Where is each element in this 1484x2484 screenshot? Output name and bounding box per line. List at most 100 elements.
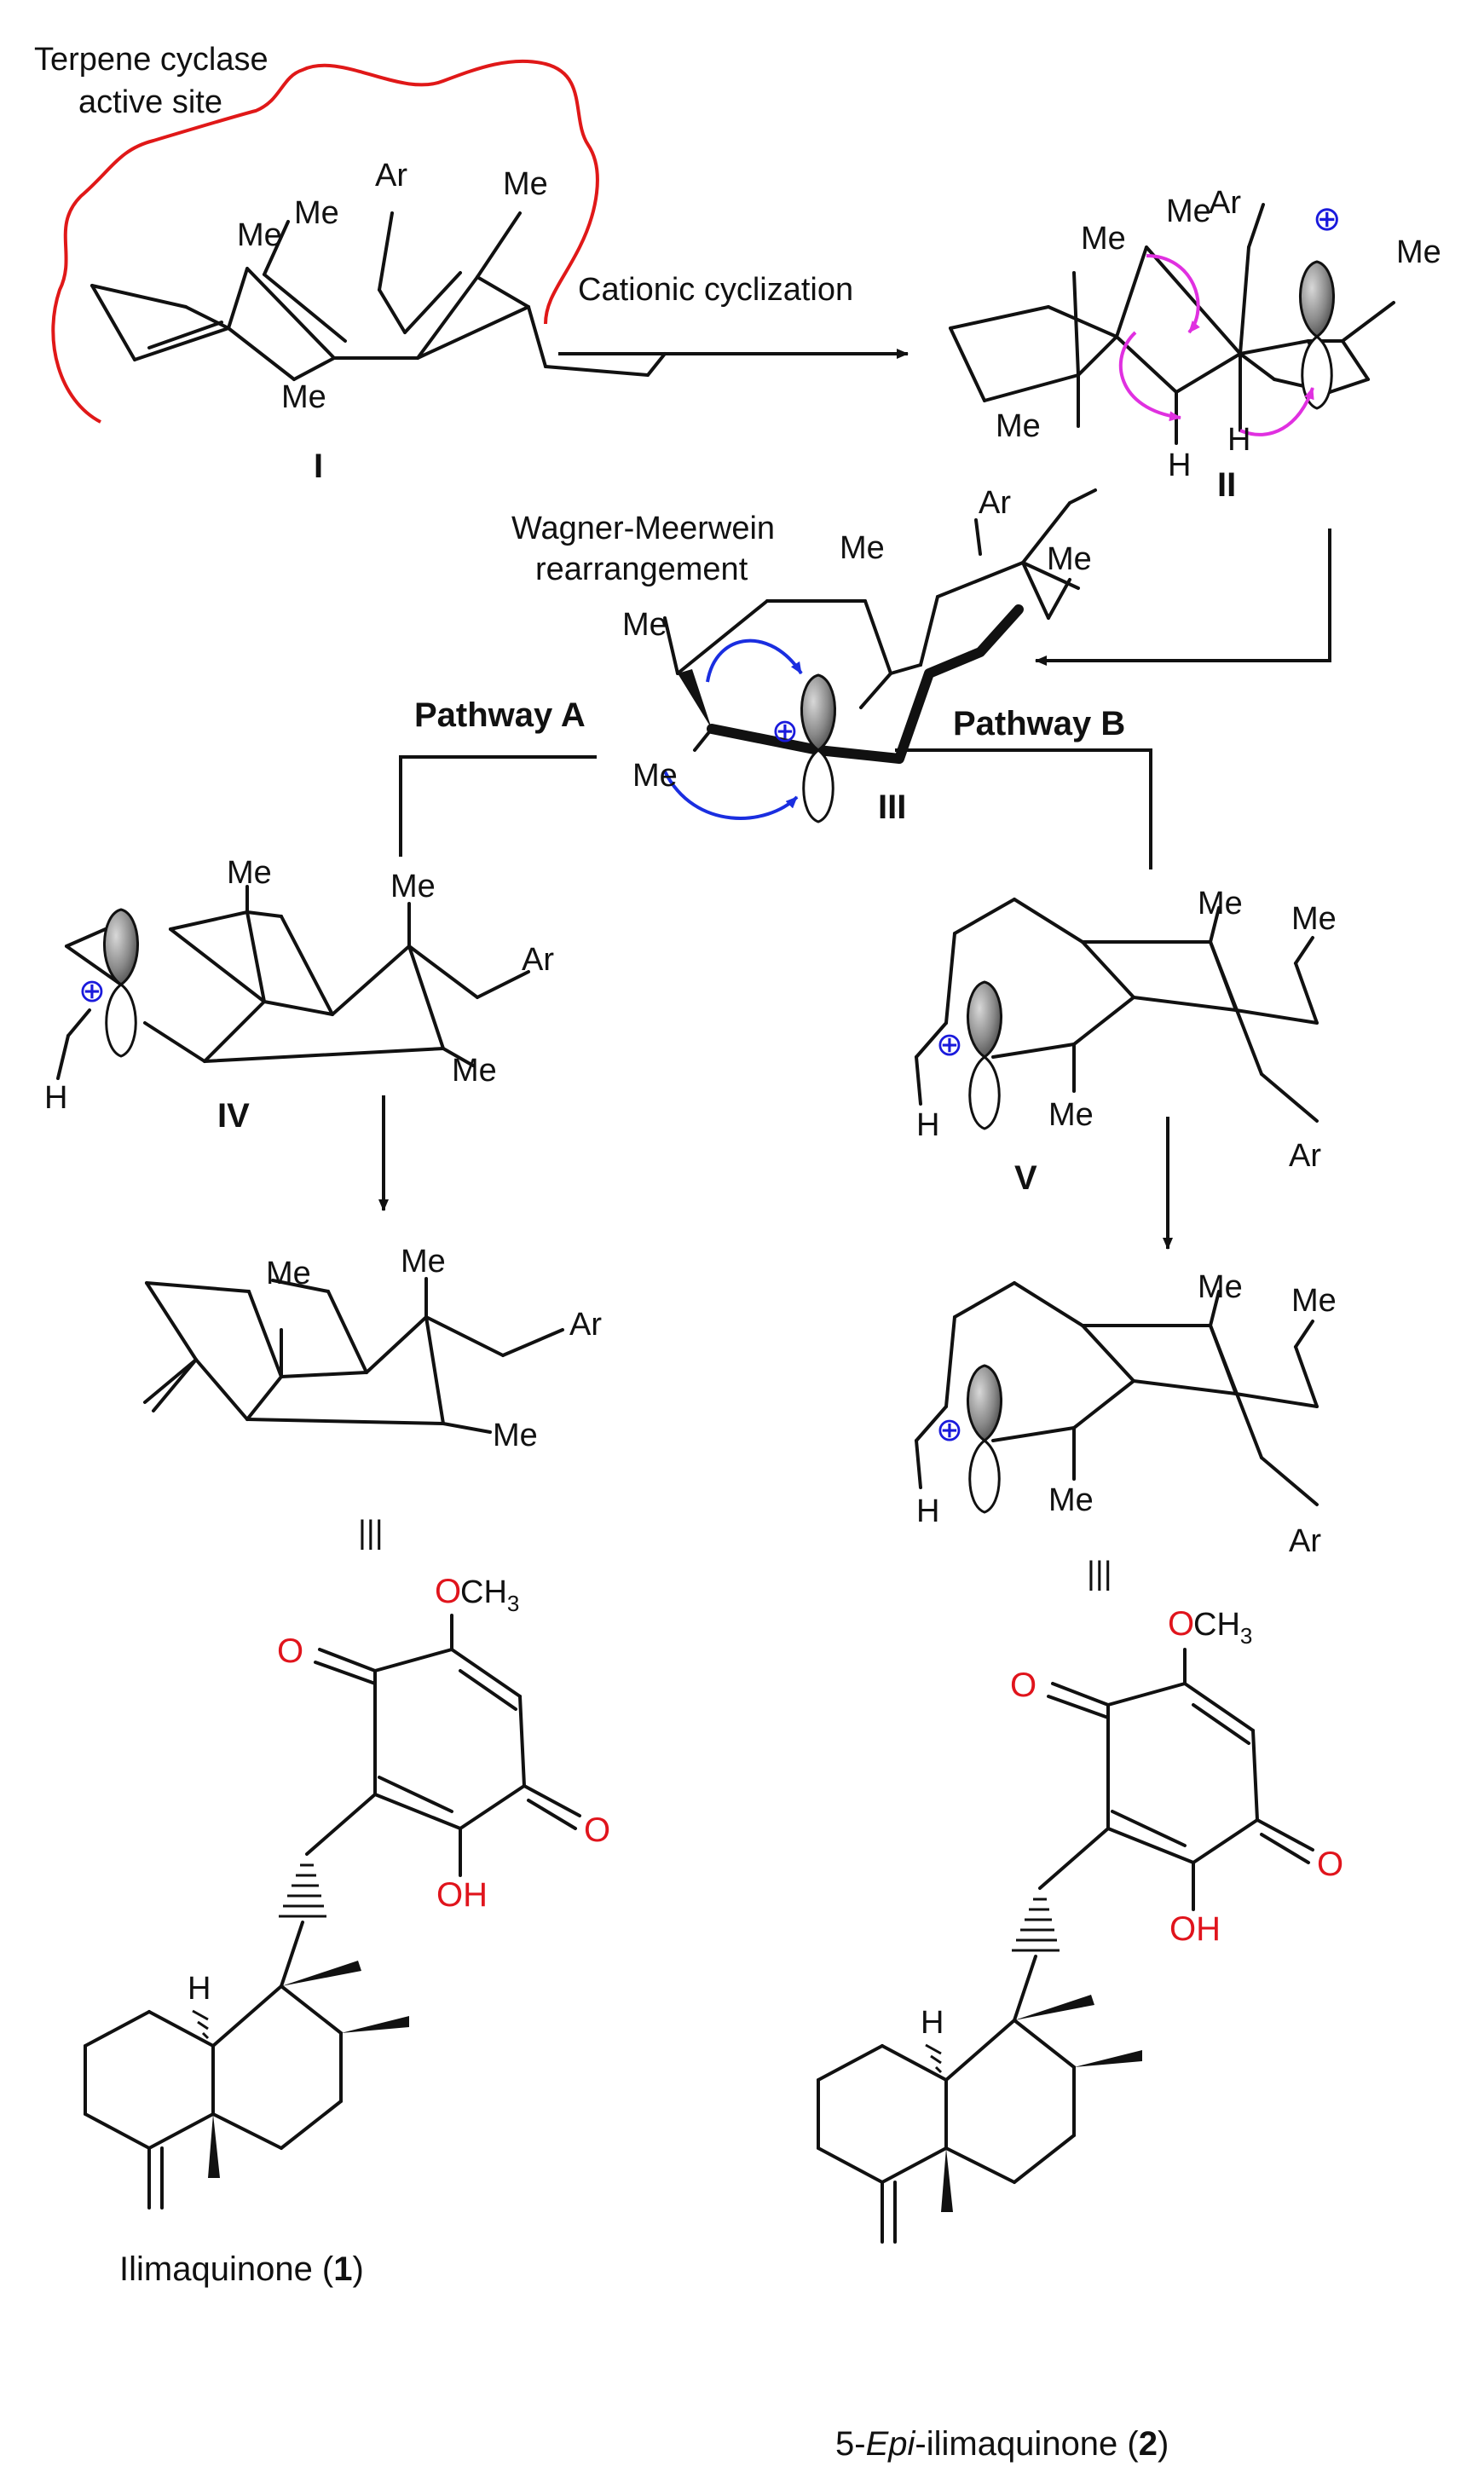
hydride-shift-arrow (1146, 254, 1200, 334)
stereo-wedge (281, 1961, 361, 1986)
pathway-b-bracket (895, 748, 1152, 869)
ilimaquinone-structure: O CH3 O O OH (84, 1573, 610, 2288)
methyl-label: Me (1198, 886, 1243, 921)
rearrangement-label: rearrangement (535, 552, 748, 587)
stereo-wedge (208, 2114, 220, 2178)
stereo-wedge (1014, 1995, 1094, 2020)
methyl-shift-arrow (663, 771, 799, 820)
quinone-ring (1038, 1648, 1314, 1911)
structure-V: ⊕ Me Me Me Ar H V (915, 886, 1337, 1197)
stereo-wedge (341, 2016, 409, 2033)
cation-charge: ⊕ (1313, 200, 1342, 238)
pathway-b-label: Pathway B (953, 705, 1125, 742)
hydrogen-label: H (916, 1493, 939, 1529)
hydroxyl-group: OH (436, 1876, 488, 1914)
skeleton-bonds (915, 898, 1319, 1123)
stereo-wedge (678, 669, 712, 729)
methyl-label: Me (401, 1244, 446, 1280)
rearrangement-arrow (1035, 529, 1331, 666)
hydrogen-label: H (44, 1080, 67, 1116)
methyl-label: Me (1166, 194, 1211, 229)
carbonyl-oxygen: O (584, 1811, 610, 1849)
pathway-a-bracket (399, 755, 597, 857)
structure-III: ⊕ Me Me Me Ar Me III (622, 485, 1097, 826)
hydrogen-label: H (916, 1107, 939, 1143)
methoxy-group: CH3 (460, 1574, 519, 1616)
hydrogen-label: H (1168, 448, 1191, 483)
active-site-outline (51, 59, 599, 424)
active-site-label: active site (78, 84, 222, 120)
methoxy-group: CH3 (1193, 1607, 1252, 1649)
methyl-label: Me (1047, 541, 1092, 577)
equivalence-symbol: ||| (1087, 1556, 1112, 1591)
decalin-core (84, 1921, 343, 2210)
intermediate-I-label: I (314, 448, 323, 485)
ilimaquinone-name: Ilimaquinone (1) (119, 2250, 364, 2288)
structure-IV: ⊕ Me Me Ar Me H IV (44, 855, 554, 1135)
carbonyl-oxygen: O (1010, 1667, 1036, 1704)
aryl-label: Ar (522, 942, 554, 978)
quinone-ring (305, 1614, 581, 1877)
pathway-a-product: Me Me Ar Me ||| (143, 1244, 602, 1551)
methyl-label: Me (1291, 1283, 1337, 1319)
methyl-label: Me (1396, 234, 1441, 270)
methoxy-oxygen: O (1168, 1605, 1194, 1643)
cation-charge: ⊕ (936, 1027, 963, 1063)
cyclization-label: Cationic cyclization (578, 272, 853, 308)
intermediate-III-label: III (878, 789, 906, 826)
stereo-wedge (941, 2148, 953, 2212)
skeleton-bonds (915, 1281, 1319, 1506)
methyl-label: Me (1198, 1269, 1243, 1305)
hashed-bond (1012, 1898, 1060, 1952)
bold-ring-edge (707, 604, 1024, 764)
methyl-label: Me (266, 1256, 311, 1291)
methyl-label: Me (503, 166, 548, 202)
methyl-label: Me (840, 530, 885, 566)
aryl-label: Ar (979, 485, 1011, 521)
skeleton-bonds (663, 488, 1097, 752)
methyl-label: Me (452, 1053, 497, 1089)
hydroxyl-group: OH (1169, 1910, 1221, 1948)
aryl-label: Ar (569, 1307, 602, 1343)
intermediate-IV-label: IV (217, 1097, 250, 1135)
cation-charge: ⊕ (936, 1412, 963, 1448)
methyl-label: Me (1048, 1482, 1094, 1518)
methyl-label: Me (237, 217, 282, 253)
rearrangement-label: Wagner-Meerwein (511, 511, 775, 546)
hydrogen-label: H (921, 2005, 944, 2041)
hashed-bond (279, 1863, 326, 1918)
methyl-label: Me (1291, 901, 1337, 937)
methyl-label: Me (390, 869, 436, 904)
intermediate-V-label: V (1014, 1159, 1037, 1197)
hydrogen-label: H (188, 1971, 211, 2007)
active-site-label: Terpene cyclase (34, 42, 269, 78)
pathway-a-label: Pathway A (414, 696, 586, 734)
decalin-core (817, 1955, 1076, 2244)
methyl-shift-arrow (706, 638, 803, 683)
structure-I: Terpene cyclase active site (34, 42, 667, 485)
carbonyl-oxygen: O (1317, 1846, 1343, 1883)
methyl-label: Me (1081, 221, 1126, 257)
methyl-label: Me (281, 379, 326, 415)
methyl-label: Me (227, 855, 272, 891)
carbonyl-oxygen: O (277, 1632, 303, 1670)
methyl-label: Me (996, 408, 1041, 444)
cation-charge: ⊕ (78, 973, 106, 1009)
hydride-shift-arrow (1118, 331, 1181, 422)
hashed-bond (192, 2009, 210, 2040)
skeleton-bonds (56, 885, 530, 1080)
hydride-shift-arrow (1239, 387, 1314, 436)
methyl-label: Me (493, 1418, 538, 1453)
equivalence-symbol: ||| (358, 1515, 384, 1551)
hydrogen-label: H (1227, 422, 1250, 458)
methoxy-oxygen: O (435, 1573, 461, 1610)
cation-charge: ⊕ (771, 713, 799, 749)
epi-ilimaquinone-name: 5-Epi-ilimaquinone (2) (835, 2425, 1169, 2463)
aryl-label: Ar (1209, 185, 1241, 221)
intermediate-II-label: II (1217, 466, 1236, 504)
pathway-b-intermediate: ⊕ Me Me Me Ar H ||| (915, 1269, 1337, 1591)
skeleton-bonds (143, 1277, 564, 1434)
aryl-label: Ar (1289, 1523, 1321, 1559)
aryl-label: Ar (1289, 1138, 1321, 1174)
hashed-bond (925, 2043, 943, 2074)
